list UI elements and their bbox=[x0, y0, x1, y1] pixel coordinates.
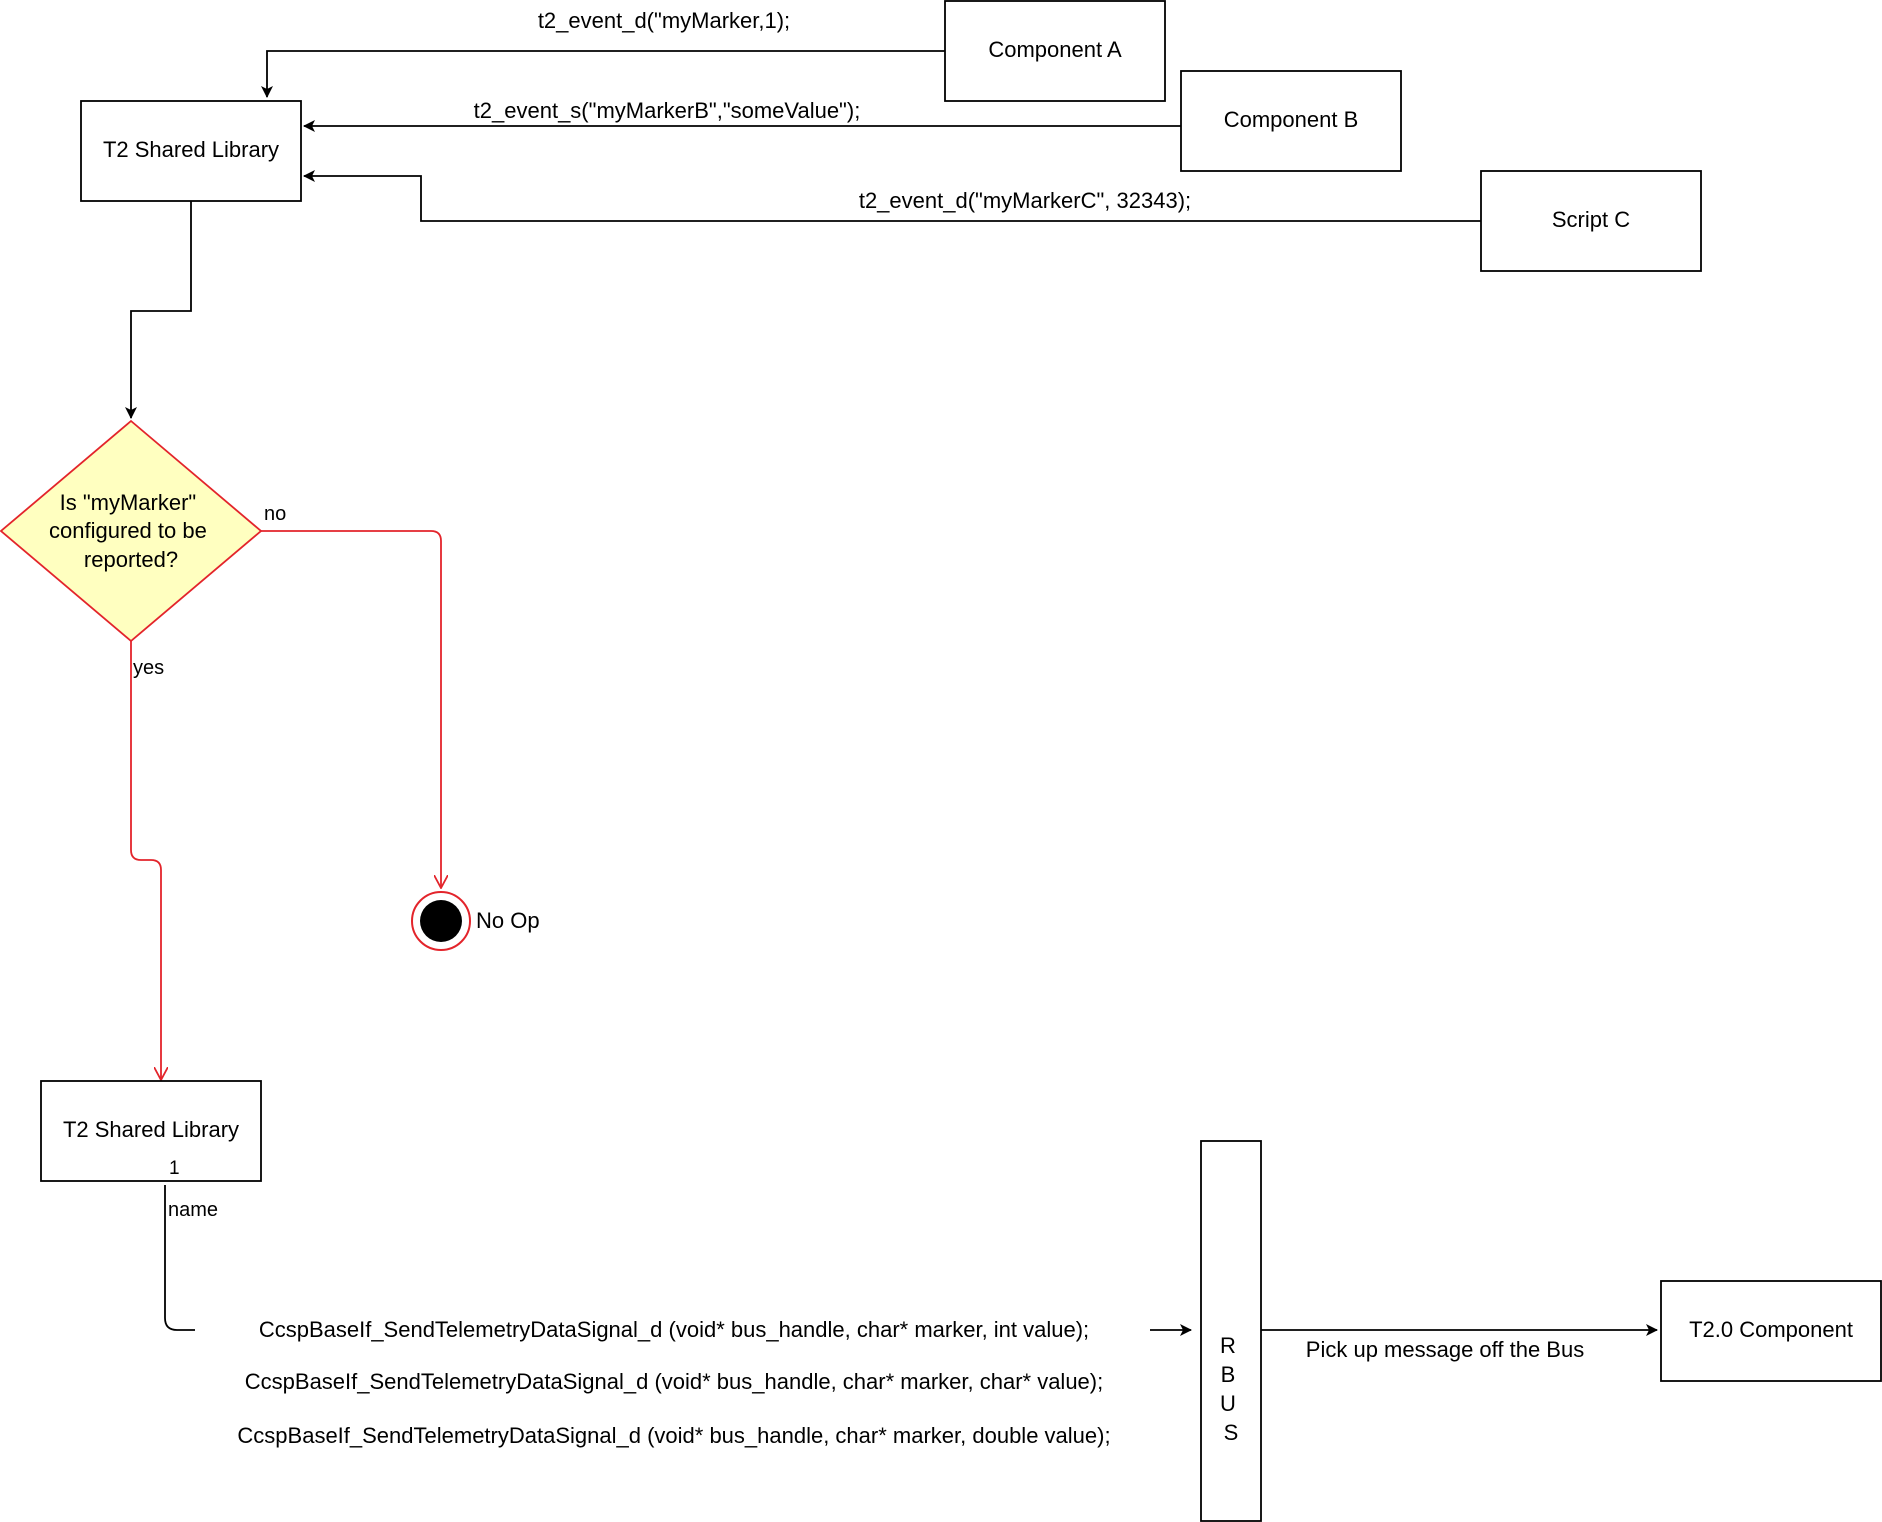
edge-library-multiplicity: 1 bbox=[169, 1158, 180, 1179]
t2-shared-library-top-box bbox=[80, 100, 302, 202]
edge-script-c-line bbox=[303, 170, 1481, 222]
edge-component-b-to-library: t2_event_s("myMarkerB","someValue"); bbox=[303, 98, 1181, 132]
edge-rbus-t2-label: Pick up message off the Bus bbox=[1306, 1337, 1584, 1362]
edge-rbus-to-t2-component: Pick up message off the Bus bbox=[1261, 1324, 1658, 1362]
no-op-inner-dot bbox=[420, 900, 462, 942]
rbus-label: R B U S bbox=[1220, 1333, 1242, 1445]
rbus-letter-u: U bbox=[1220, 1391, 1236, 1416]
edge-component-b-label: t2_event_s("myMarkerB","someValue"); bbox=[474, 98, 861, 123]
decision-node[interactable]: Is "myMarker" configured to be reported? bbox=[0, 419, 263, 643]
edge-no-label: no bbox=[264, 503, 286, 525]
component-a-node[interactable]: Component A bbox=[944, 0, 1166, 102]
edge-library-signatures-line bbox=[164, 1185, 195, 1331]
rbus-node[interactable]: R B U S bbox=[1200, 1140, 1262, 1522]
signature-double: CcspBaseIf_SendTelemetryDataSignal_d (vo… bbox=[237, 1423, 1110, 1448]
edge-script-c-label: t2_event_d("myMarkerC", 32343); bbox=[859, 188, 1191, 213]
no-op-label: No Op bbox=[476, 908, 540, 933]
component-a-label: Component A bbox=[988, 37, 1122, 62]
decision-label-line-1: Is "myMarker" bbox=[60, 490, 197, 515]
edge-script-c-to-library: t2_event_d("myMarkerC", 32343); bbox=[303, 170, 1481, 222]
edge-no-line bbox=[261, 530, 441, 888]
decision-label: Is "myMarker" configured to be reported? bbox=[49, 490, 213, 572]
decision-label-line-2: configured to be bbox=[49, 518, 207, 543]
edge-library-to-signatures: 1 name bbox=[164, 1158, 218, 1331]
script-c-label: Script C bbox=[1552, 207, 1630, 232]
component-b-node[interactable]: Component B bbox=[1180, 70, 1402, 172]
edge-component-a-line bbox=[261, 50, 945, 98]
rbus-letter-r: R bbox=[1220, 1333, 1236, 1358]
t2-shared-library-bottom-box bbox=[40, 1080, 262, 1182]
rbus-letter-s: S bbox=[1224, 1420, 1239, 1445]
script-c-node[interactable]: Script C bbox=[1480, 170, 1702, 272]
edge-yes-label: yes bbox=[133, 657, 164, 679]
edge-component-a-to-library: t2_event_d("myMarker,1); bbox=[261, 8, 945, 98]
component-b-box bbox=[1180, 70, 1402, 172]
edge-yes-line bbox=[130, 641, 161, 1080]
no-op-node[interactable]: No Op bbox=[411, 891, 540, 951]
script-c-box bbox=[1480, 170, 1702, 272]
t2-component-box bbox=[1660, 1280, 1882, 1382]
t2-component-label: T2.0 Component bbox=[1689, 1317, 1853, 1342]
edge-library-role: name bbox=[168, 1199, 218, 1221]
rbus-box bbox=[1200, 1140, 1262, 1522]
t2-shared-library-bottom-label: T2 Shared Library bbox=[63, 1117, 239, 1142]
component-a-box bbox=[944, 0, 1166, 102]
signature-int: CcspBaseIf_SendTelemetryDataSignal_d (vo… bbox=[259, 1317, 1089, 1342]
component-b-label: Component B bbox=[1224, 107, 1359, 132]
rbus-letter-b: B bbox=[1221, 1362, 1236, 1387]
signature-list: CcspBaseIf_SendTelemetryDataSignal_d (vo… bbox=[237, 1317, 1110, 1448]
t2-shared-library-bottom-node[interactable]: T2 Shared Library bbox=[40, 1080, 262, 1182]
edge-decision-no: no bbox=[261, 503, 441, 888]
decision-label-line-3: reported? bbox=[84, 547, 178, 572]
t2-shared-library-top-label: T2 Shared Library bbox=[103, 137, 279, 162]
t2-component-node[interactable]: T2.0 Component bbox=[1660, 1280, 1882, 1382]
signature-char: CcspBaseIf_SendTelemetryDataSignal_d (vo… bbox=[245, 1369, 1103, 1394]
edge-component-a-label: t2_event_d("myMarker,1); bbox=[538, 8, 790, 33]
edge-library-to-decision bbox=[125, 201, 192, 419]
edge-decision-yes: yes bbox=[130, 641, 164, 1080]
t2-shared-library-top-node[interactable]: T2 Shared Library bbox=[80, 100, 302, 202]
